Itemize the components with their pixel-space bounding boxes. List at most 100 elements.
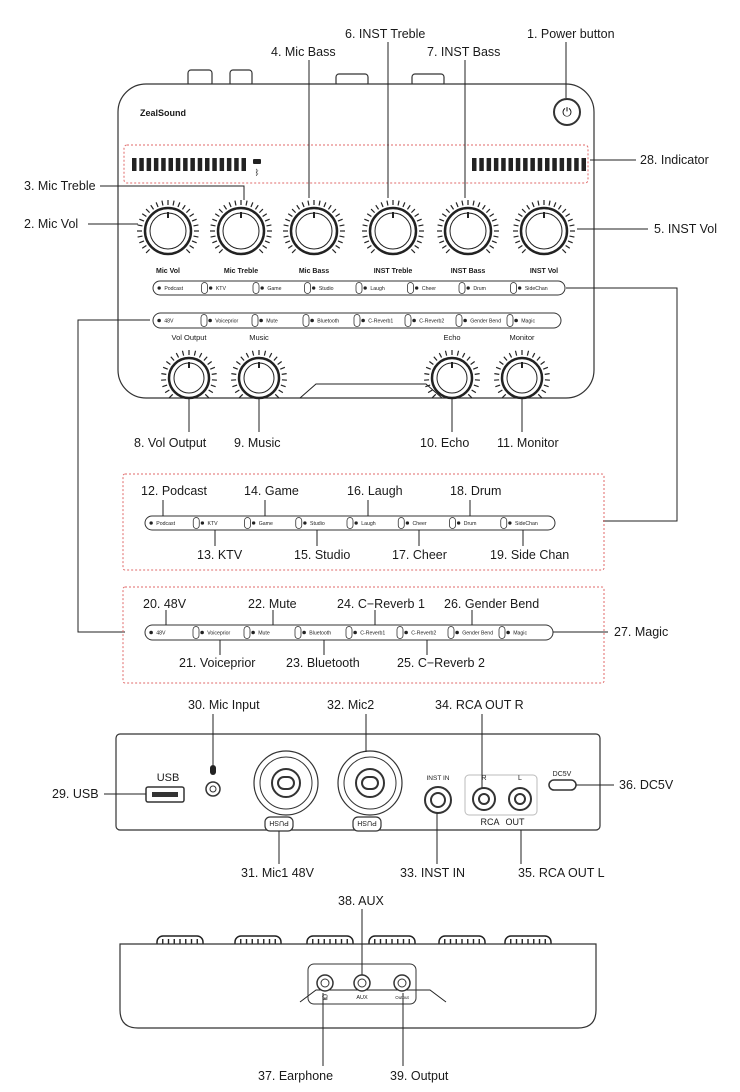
device-row1-button-game[interactable]: Game xyxy=(260,286,282,292)
power-button[interactable] xyxy=(553,98,581,126)
detail-row2-button-magic[interactable]: Magic xyxy=(506,630,527,636)
meter-segment xyxy=(530,158,535,171)
callout-27: 27. Magic xyxy=(614,625,668,639)
knob-label-vol-output: Vol Output xyxy=(171,333,207,342)
callout-30: 30. Mic Input xyxy=(188,698,260,712)
svg-text:Bluetooth: Bluetooth xyxy=(309,630,331,636)
detail-row2-button-c-reverb2[interactable]: C-Reverb2 xyxy=(404,630,436,636)
device-row2-button-gender-bend[interactable]: Gender Bend xyxy=(463,318,501,324)
device-top-view: ZealSound ⏻ ᛒ Mic Vol Mic Treble Mic Bas… xyxy=(117,69,595,400)
meter-segment xyxy=(241,158,246,171)
rca-label: RCA xyxy=(480,817,499,827)
meter-segment xyxy=(552,158,557,171)
inst-treble-knob[interactable] xyxy=(362,200,424,256)
detail-row1-button-studio[interactable]: Studio xyxy=(303,521,325,527)
mic2-push-tab[interactable] xyxy=(352,816,382,832)
rca-out-l-jack[interactable] xyxy=(508,787,532,811)
svg-text:Mute: Mute xyxy=(266,318,278,324)
device-row2-button-magic[interactable]: Magic xyxy=(514,318,535,324)
callout-37: 37. Earphone xyxy=(258,1069,333,1083)
device-row2-button-c-reverb2[interactable]: C-Reverb2 xyxy=(412,318,444,324)
inst-in-jack[interactable] xyxy=(424,786,452,814)
device-row1-button-studio[interactable]: Studio xyxy=(312,286,334,292)
knob-label-mic-vol: Mic Vol xyxy=(156,268,180,275)
aux-jack[interactable] xyxy=(353,974,371,992)
svg-text:48V: 48V xyxy=(164,318,174,324)
callout-4: 4. Mic Bass xyxy=(271,45,336,59)
vol-output-knob[interactable] xyxy=(161,350,217,400)
device-row1-button-laugh[interactable]: Laugh xyxy=(363,286,385,292)
detail-row1-button-sidechan[interactable]: SideChan xyxy=(508,521,538,527)
meter-segment xyxy=(175,158,181,171)
svg-text:SideChan: SideChan xyxy=(525,286,548,292)
device-row2-button-c-reverb1[interactable]: C-Reverb1 xyxy=(361,318,393,324)
svg-text:Studio: Studio xyxy=(310,521,325,527)
detail-row2-button-c-reverb1[interactable]: C-Reverb1 xyxy=(353,630,385,636)
detail-row1-button-laugh[interactable]: Laugh xyxy=(354,521,376,527)
meter-segment xyxy=(234,158,239,171)
callout-38: 38. AUX xyxy=(338,894,385,908)
detail-row2-button-voiceprior[interactable]: Voiceprior xyxy=(200,630,231,636)
mic-vol-knob[interactable] xyxy=(137,200,199,256)
detail-row2-button-48v[interactable]: 48V xyxy=(149,630,166,636)
callout-11: 11. Monitor xyxy=(497,436,559,450)
device-row1-button-sidechan[interactable]: SideChan xyxy=(518,286,548,292)
top-callout-lines xyxy=(77,42,678,633)
detail-row2-button-gender-bend[interactable]: Gender Bend xyxy=(455,630,493,636)
callout-18: 18. Drum xyxy=(450,484,501,498)
device-row1-button-podcast[interactable]: Podcast xyxy=(157,286,184,292)
knob-label-music: Music xyxy=(249,333,269,342)
detail-row1-button-game[interactable]: Game xyxy=(251,521,273,527)
meter-segment xyxy=(559,158,565,171)
callout-22: 22. Mute xyxy=(248,597,297,611)
svg-text:Mute: Mute xyxy=(258,630,270,636)
detail-row1-button-drum[interactable]: Drum xyxy=(456,521,476,527)
device-row1-button-drum[interactable]: Drum xyxy=(466,286,487,292)
detail-row2-button-bluetooth[interactable]: Bluetooth xyxy=(302,630,331,636)
rca-out-r-jack[interactable] xyxy=(472,787,496,811)
aux-label: AUX xyxy=(356,995,368,1001)
callout-3: 3. Mic Treble xyxy=(24,179,96,193)
svg-text:KTV: KTV xyxy=(216,286,227,292)
level-meter-right xyxy=(472,158,586,171)
mic-bass-knob[interactable] xyxy=(283,200,345,256)
callout-24: 24. C−Reverb 1 xyxy=(337,597,425,611)
bluetooth-indicator-icon: ᛒ xyxy=(255,168,260,177)
mic-treble-knob[interactable] xyxy=(210,200,272,256)
inst-bass-knob[interactable] xyxy=(437,200,499,256)
output-jack[interactable] xyxy=(393,974,411,992)
device-row2-button-bluetooth[interactable]: Bluetooth xyxy=(310,318,339,324)
svg-text:Podcast: Podcast xyxy=(156,521,175,527)
knob-label-monitor: Monitor xyxy=(509,333,535,342)
earphone-jack[interactable] xyxy=(316,974,334,992)
meter-segment xyxy=(479,158,484,171)
front-callout-lines xyxy=(322,909,404,1066)
device-row1-button-cheer[interactable]: Cheer xyxy=(415,286,436,292)
device-row2-button-48v[interactable]: 48V xyxy=(157,318,174,324)
detail-row1-button-podcast[interactable]: Podcast xyxy=(149,521,176,527)
detail-row1-button-ktv[interactable]: KTV xyxy=(200,521,218,527)
meter-segment xyxy=(486,158,492,171)
callout-1: 1. Power button xyxy=(527,27,615,41)
device-row2-button-voiceprior[interactable]: Voiceprior xyxy=(208,318,239,324)
detail-row1-button-cheer[interactable]: Cheer xyxy=(405,521,427,527)
dc5v-port[interactable] xyxy=(548,779,577,791)
meter-segment xyxy=(226,158,232,171)
svg-text:Gender Bend: Gender Bend xyxy=(470,318,501,324)
mic2-push-label: PUSH xyxy=(357,819,376,826)
inst-vol-knob[interactable] xyxy=(513,200,575,256)
music-knob[interactable] xyxy=(231,350,287,400)
level-meter-left xyxy=(132,158,246,171)
device-row2-button-mute[interactable]: Mute xyxy=(259,318,278,324)
knob-label-mic-bass: Mic Bass xyxy=(299,268,329,275)
callout-34: 34. RCA OUT R xyxy=(435,698,524,712)
callout-5: 5. INST Vol xyxy=(654,222,717,236)
inst-in-label: INST IN xyxy=(427,775,450,782)
svg-text:C-Reverb1: C-Reverb1 xyxy=(360,630,385,636)
svg-text:Laugh: Laugh xyxy=(370,286,385,292)
front-panel: 🎧︎ AUX Output xyxy=(119,935,597,1029)
detail-row2-button-mute[interactable]: Mute xyxy=(251,630,270,636)
callout-26: 26. Gender Bend xyxy=(444,597,539,611)
device-row1-button-ktv[interactable]: KTV xyxy=(209,286,226,292)
callout-36: 36. DC5V xyxy=(619,778,674,792)
